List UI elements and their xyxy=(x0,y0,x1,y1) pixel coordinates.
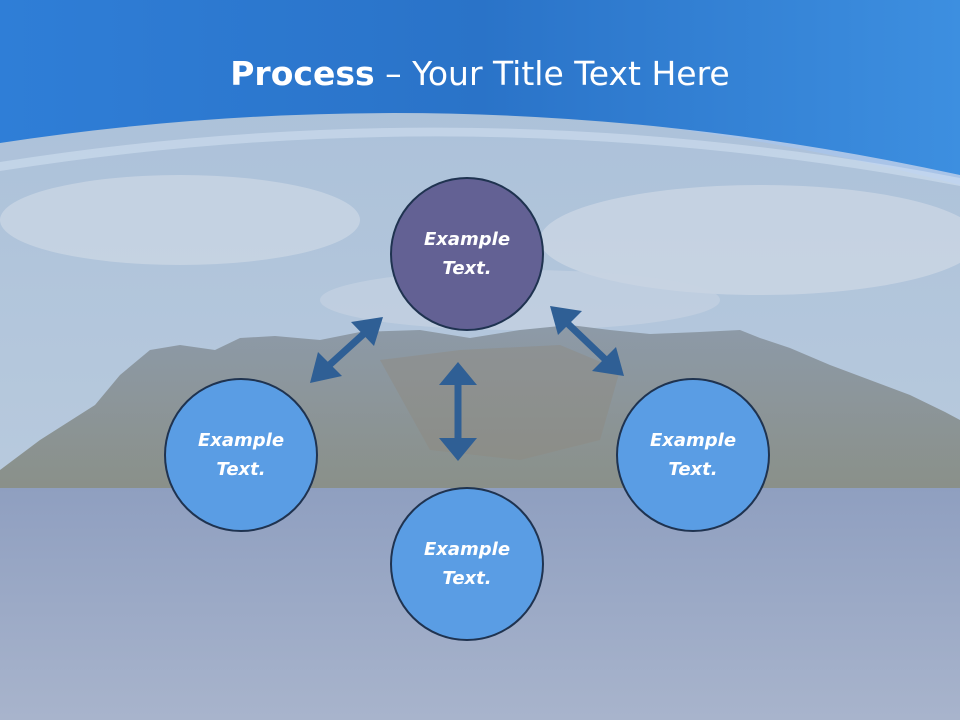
header-band xyxy=(0,0,960,175)
process-node-left: Example Text. xyxy=(164,378,318,532)
title-rest: – Your Title Text Here xyxy=(374,54,730,93)
process-node-right: Example Text. xyxy=(616,378,770,532)
title-strong: Process xyxy=(230,54,375,93)
process-node-bottom: Example Text. xyxy=(390,487,544,641)
slide-title: Process – Your Title Text Here xyxy=(0,52,960,96)
header-bottom-edge xyxy=(0,127,960,186)
process-node-top: Example Text. xyxy=(390,177,544,331)
node-top-text: Example Text. xyxy=(423,229,511,279)
node-left-text: Example Text. xyxy=(197,430,285,480)
cloud xyxy=(540,185,960,295)
node-bottom-text: Example Text. xyxy=(423,539,511,589)
node-right-text: Example Text. xyxy=(649,430,737,480)
cloud xyxy=(0,175,360,265)
